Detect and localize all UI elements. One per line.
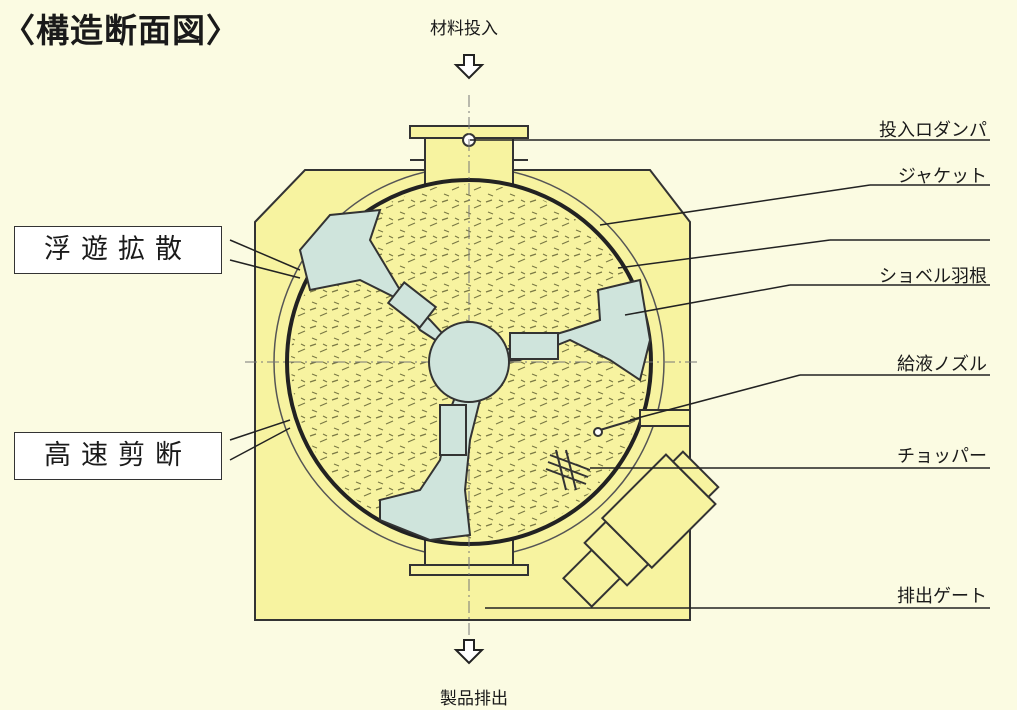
chopper-label: チョッパー [897,446,987,467]
input-damper-label: 投入ロダンパ [879,120,987,141]
leader-lines-left [229,239,301,461]
callout-floating-diffusion: 浮遊拡散 [14,226,222,274]
shovel-blade-label: ショベル羽根 [879,266,987,287]
leader-lines-right [470,139,990,609]
rotor-hub [428,321,510,403]
callout-high-speed-shear: 高速剪断 [14,432,222,480]
discharge-gate-label: 排出ゲート [897,586,987,607]
shovel-blade-left [298,208,470,363]
product-discharge-label: 製品排出 [440,689,508,709]
chopper-assembly [545,449,720,608]
chopper-blades [545,449,591,491]
material-input-label: 材料投入 [430,19,498,39]
output-arrow-icon [453,639,485,665]
input-arrow-icon [453,54,485,80]
page-title: 〈構造断面図〉 [2,11,240,50]
liquid-nozzle-label: 給液ノズル [897,354,987,375]
shovel-blade-right [468,278,652,382]
jacket-label: ジャケット [897,166,987,187]
shovel-blade-bottom [379,358,482,542]
